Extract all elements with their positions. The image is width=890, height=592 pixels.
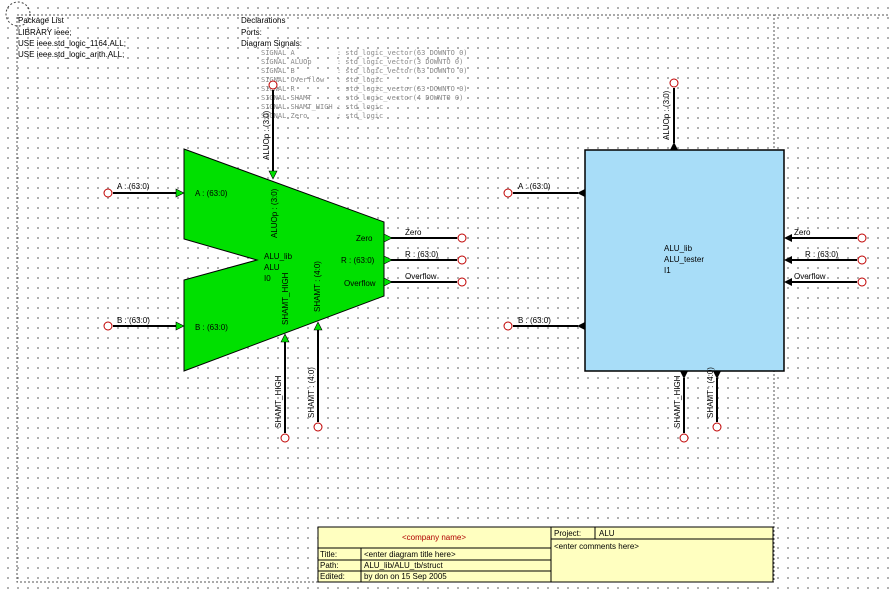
tester-port-shamt-high-connector[interactable] [679, 433, 689, 443]
signal-declaration: SIGNAL B : std_logic_vector(63 DOWNTO 0) [261, 67, 468, 75]
signals-label: Diagram Signals: [241, 39, 302, 48]
path-value: ALU_lib/ALU_tb/struct [364, 561, 443, 570]
project-label: Project: [554, 529, 581, 538]
title-block: <company name> Title: <enter diagram tit… [317, 526, 774, 583]
package-list: Package List LIBRARY ieee; USE ieee.std_… [18, 16, 126, 59]
tester-name-label: ALU_tester [664, 255, 704, 264]
tester-lib-label: ALU_lib [664, 244, 693, 253]
tester-port-a-arrow [577, 189, 585, 197]
signal-aluop-label: ALUOp : (3:0) [262, 110, 271, 160]
package-line: LIBRARY ieee; [18, 28, 72, 37]
port-overflow-label: Overflow [344, 279, 376, 288]
tester-port-zero-connector[interactable] [857, 233, 867, 243]
alu-name-label: ALU [264, 263, 280, 272]
signal-declaration: SIGNAL Zero : std_logic [261, 112, 383, 120]
signal-shamt-label: SHAMT : (4:0) [307, 367, 316, 418]
signal-declaration: SIGNAL R : std_logic_vector(63 DOWNTO 0) [261, 85, 468, 93]
port-aluop-label: ALUOp : (3:0) [270, 188, 279, 238]
port-r-label: R : (63:0) [341, 256, 375, 265]
port-r-arrow [383, 255, 393, 265]
port-zero-connector[interactable] [457, 233, 467, 243]
port-b-arrow [175, 321, 185, 331]
signal-shamt-high-label: SHAMT_HIGH [274, 375, 283, 428]
tester-port-zero-arrow [784, 234, 792, 242]
port-shamt-high-label: SHAMT_HIGH [281, 272, 290, 325]
tester-signal-shamt-label: SHAMT : (4:0) [706, 367, 715, 418]
signal-zero-label: Zero [405, 228, 422, 237]
port-a-connector[interactable] [103, 188, 113, 198]
package-list-title: Package List [18, 16, 65, 25]
origin-marker [5, 1, 31, 27]
alu-lib-label: ALU_lib [264, 252, 293, 261]
title-label: Title: [320, 550, 337, 559]
port-a-arrow [175, 188, 185, 198]
tester-port-r-connector[interactable] [857, 255, 867, 265]
port-aluop-arrow [268, 170, 278, 180]
port-shamt-connector[interactable] [313, 422, 323, 432]
tester-instance-label: I1 [664, 266, 671, 275]
port-aluop-connector[interactable] [268, 80, 278, 90]
signal-declaration: SIGNAL ALUOp : std_logic_vector(3 DOWNTO… [261, 58, 463, 66]
tester-signal-r-label: R : (63:0) [805, 250, 839, 259]
tester-signal-aluop-label: ALUOp : (3:0) [662, 90, 671, 140]
port-shamt-high-connector[interactable] [280, 433, 290, 443]
port-zero-arrow [383, 233, 393, 243]
title-value: <enter diagram title here> [364, 550, 456, 559]
tester-port-aluop-arrow [670, 142, 678, 150]
signal-r-label: R : (63:0) [405, 250, 439, 259]
tester-port-r-arrow [784, 256, 792, 264]
tester-signal-overflow-label: Overflow [794, 272, 826, 281]
signal-declaration: SIGNAL Overflow : std_logic [261, 76, 383, 84]
tester-port-b-connector[interactable] [503, 321, 513, 331]
port-shamt-arrow [313, 321, 323, 331]
package-line: USE ieee.std_logic_arith.ALL; [18, 50, 124, 59]
tester-port-shamt-high-arrow [680, 371, 688, 379]
ports-label: Ports: [241, 28, 262, 37]
port-b-connector[interactable] [103, 321, 113, 331]
port-overflow-arrow [383, 277, 393, 287]
signal-a-label: A : (63:0) [117, 182, 150, 191]
declarations-title: Declarations [241, 16, 285, 25]
tester-signal-b-label: B : (63:0) [518, 316, 551, 325]
port-r-connector[interactable] [457, 255, 467, 265]
port-zero-label: Zero [356, 234, 373, 243]
declarations: Declarations Ports: Diagram Signals: SIG… [241, 16, 468, 120]
tester-port-shamt-connector[interactable] [712, 422, 722, 432]
alu-block[interactable]: ALU_lib ALU I0 A : (63:0) A : (63:0) B :… [103, 80, 467, 443]
port-b-label: B : (63:0) [195, 323, 228, 332]
signal-declaration: SIGNAL SHAMT : std_logic_vector(4 DOWNTO… [261, 94, 463, 102]
port-shamt-high-arrow [280, 333, 290, 343]
tester-signal-a-label: A : (63:0) [518, 182, 551, 191]
tester-port-aluop-connector[interactable] [669, 78, 679, 88]
signal-b-label: B : (63:0) [117, 316, 150, 325]
tester-block[interactable]: ALU_lib ALU_tester I1 A : (63:0) B : (63… [503, 78, 867, 443]
tester-signal-zero-label: Zero [794, 228, 811, 237]
company-name: <company name> [402, 533, 466, 542]
tester-signal-shamt-high-label: SHAMT_HIGH [673, 375, 682, 428]
edited-label: Edited: [320, 572, 345, 581]
tester-port-overflow-connector[interactable] [857, 277, 867, 287]
signal-declaration: SIGNAL SHAMT_HIGH : std_logic [261, 103, 383, 111]
tester-port-a-connector[interactable] [503, 188, 513, 198]
path-label: Path: [320, 561, 339, 570]
port-overflow-connector[interactable] [457, 277, 467, 287]
alu-instance-label: I0 [264, 274, 271, 283]
signal-overflow-label: Overflow [405, 272, 437, 281]
port-shamt-label: SHAMT : (4:0) [313, 261, 322, 312]
tester-port-b-arrow [577, 322, 585, 330]
project-value: ALU [599, 529, 615, 538]
port-a-label: A : (63:0) [195, 189, 228, 198]
edited-value: by don on 15 Sep 2005 [364, 572, 447, 581]
tester-port-overflow-arrow [784, 278, 792, 286]
tester-shape[interactable] [584, 149, 785, 372]
tester-port-shamt-arrow [713, 371, 721, 379]
signal-declaration: SIGNAL A : std_logic_vector(63 DOWNTO 0) [261, 49, 468, 57]
package-line: USE ieee.std_logic_1164.ALL; [18, 39, 126, 48]
comments-text: <enter comments here> [554, 542, 639, 551]
